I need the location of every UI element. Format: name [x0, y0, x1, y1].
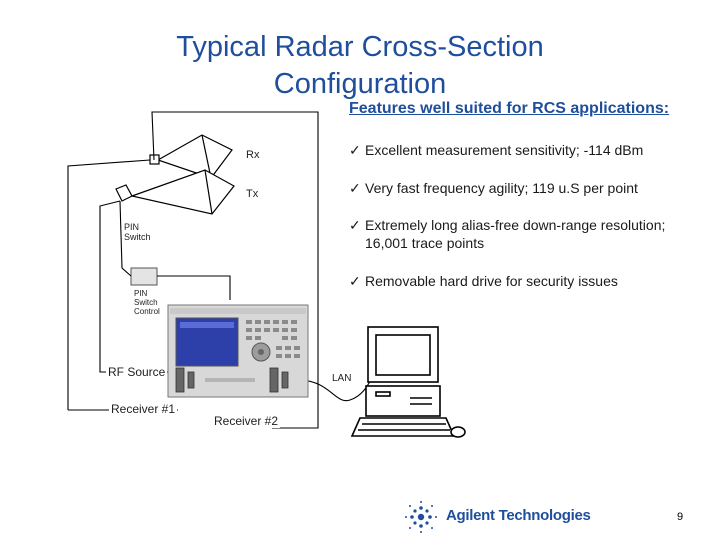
- rx-antenna-icon: [149, 134, 233, 179]
- feature-item: ✓Excellent measurement sensitivity; -114…: [349, 141, 643, 159]
- tx-label: Tx: [246, 188, 259, 200]
- pin-switch-label: PIN Switch: [124, 222, 151, 242]
- receiver-2-label: Receiver #2: [212, 414, 281, 428]
- receiver-1-label: Receiver #1: [109, 402, 178, 416]
- check-icon: ✓: [349, 142, 361, 158]
- network-analyzer-icon: [167, 304, 309, 398]
- feature-item: ✓Extremely long alias-free down-range re…: [349, 216, 665, 252]
- page-number: 9: [677, 511, 684, 523]
- feature-text: Excellent measurement sensitivity; -114 …: [365, 142, 644, 158]
- features-heading: Features well suited for RCS application…: [349, 100, 670, 117]
- feature-item: ✓Removable hard drive for security issue…: [349, 272, 618, 290]
- check-icon: ✓: [349, 217, 361, 233]
- agilent-brand-name: Agilent Technologies: [446, 507, 591, 524]
- feature-text: Removable hard drive for security issues: [365, 273, 618, 289]
- check-icon: ✓: [349, 180, 361, 196]
- page-title-line-2: Configuration: [273, 68, 447, 100]
- feature-text: Very fast frequency agility; 119 u.S per…: [365, 180, 638, 196]
- feature-text: Extremely long alias-free down-range res…: [365, 217, 666, 233]
- feature-text-continued: 16,001 trace points: [365, 235, 485, 251]
- rf-source-label: RF Source: [106, 365, 168, 379]
- pin-switch-control-box: [130, 267, 158, 286]
- computer-icon: [350, 326, 466, 438]
- page-title-line-1: Typical Radar Cross-Section: [176, 31, 544, 63]
- lan-label: LAN: [332, 373, 352, 384]
- pin-switch-control-label: PIN Switch Control: [134, 289, 160, 316]
- feature-item: ✓Very fast frequency agility; 119 u.S pe…: [349, 179, 638, 197]
- check-icon: ✓: [349, 273, 361, 289]
- rx-label: Rx: [246, 149, 260, 161]
- agilent-logo-icon: [405, 501, 437, 533]
- tx-antenna-icon: [115, 169, 235, 215]
